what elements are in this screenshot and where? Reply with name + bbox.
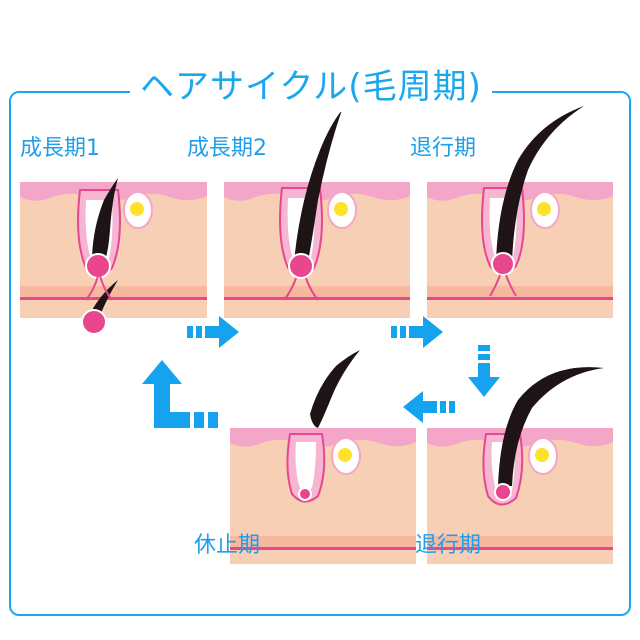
stage-label-catagen-1: 退行期	[410, 136, 477, 161]
stage-label-anagen-2: 成長期2	[187, 136, 267, 161]
panel-anagen-2	[224, 110, 410, 318]
panel-telogen	[230, 350, 416, 564]
panel-catagen-2	[427, 367, 613, 564]
stage-label-anagen-1: 成長期1	[20, 136, 100, 161]
panel-anagen-1	[20, 178, 207, 335]
stage-label-telogen: 休止期	[194, 533, 261, 558]
arrow-right-icon	[391, 316, 443, 348]
arrow-right-icon	[187, 316, 239, 348]
arrow-up-icon	[142, 360, 218, 428]
arrow-down-icon	[468, 345, 500, 397]
arrow-left-icon	[403, 391, 455, 423]
stage-label-catagen-2: 退行期	[415, 533, 482, 558]
panel-catagen-1	[427, 106, 613, 318]
page-title: ヘアサイクル(毛周期)	[130, 62, 492, 112]
